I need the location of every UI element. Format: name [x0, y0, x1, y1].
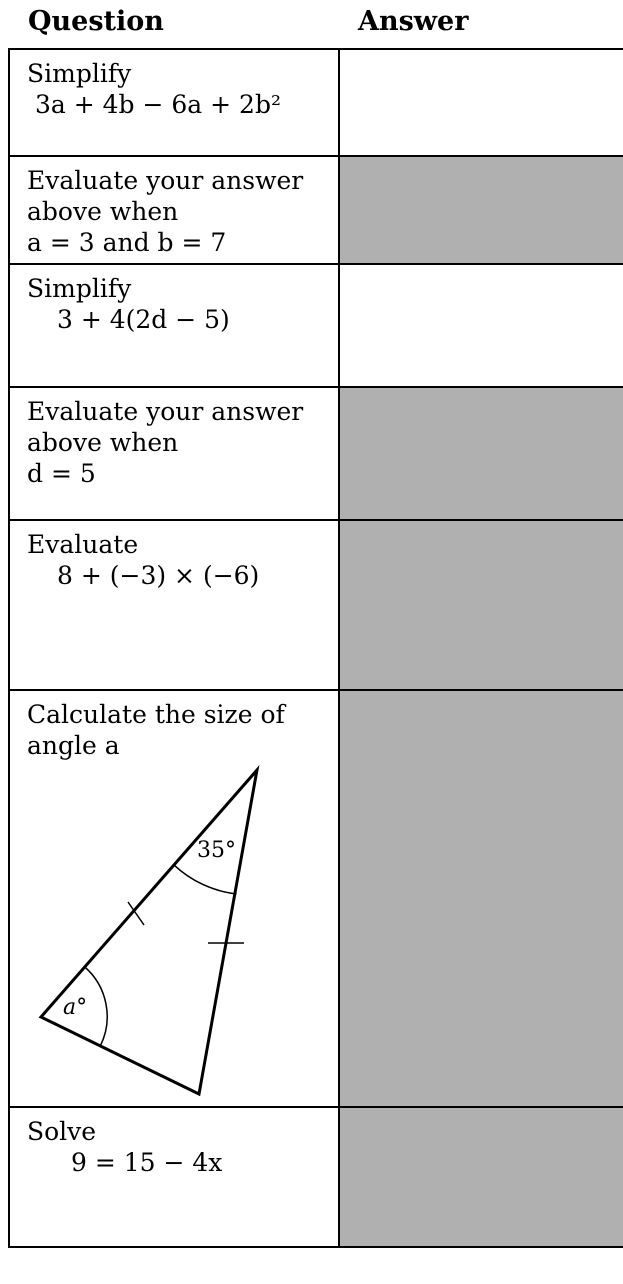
top-angle-arc	[173, 864, 237, 895]
question-cell: Simplify 3a + 4b − 6a + 2b²	[8, 48, 340, 157]
table-row: Solve 9 = 15 − 4x	[8, 1106, 623, 1248]
question-text: Evaluate your answer above when	[27, 397, 304, 457]
question-column-header: Question	[28, 6, 164, 37]
question-text: Simplify	[27, 274, 132, 303]
answer-column-header: Answer	[358, 6, 469, 37]
left-angle-arc	[84, 966, 108, 1047]
table-row: Evaluate your answer above when d = 5	[8, 386, 623, 521]
worksheet-table: Simplify 3a + 4b − 6a + 2b² Evaluate you…	[8, 48, 623, 1248]
question-expression: a = 3 and b = 7	[27, 228, 227, 257]
angle-label-35: 35°	[197, 838, 236, 863]
question-text: Evaluate	[27, 530, 139, 559]
question-text: Solve	[27, 1117, 97, 1146]
question-text: Evaluate your answer above when	[27, 166, 304, 226]
answer-cell[interactable]	[338, 263, 623, 388]
question-text: Simplify	[27, 59, 132, 88]
question-cell: Evaluate your answer above when d = 5	[8, 386, 340, 521]
table-row: Simplify 3 + 4(2d − 5)	[8, 263, 623, 388]
table-row: Evaluate your answer above when a = 3 an…	[8, 155, 623, 265]
question-cell: Calculate the size of angle a 35° a°	[8, 689, 340, 1108]
question-expression: 8 + (−3) × (−6)	[57, 561, 260, 590]
question-expression: d = 5	[27, 459, 96, 488]
answer-cell-shaded	[338, 519, 623, 691]
answer-cell-shaded	[338, 689, 623, 1108]
question-expression: 9 = 15 − 4x	[71, 1148, 223, 1177]
question-expression: 3a + 4b − 6a + 2b²	[35, 90, 281, 119]
answer-cell-shaded	[338, 155, 623, 265]
table-row: Calculate the size of angle a 35° a°	[8, 689, 623, 1108]
question-cell: Evaluate 8 + (−3) × (−6)	[8, 519, 340, 691]
answer-cell[interactable]	[338, 48, 623, 157]
answer-cell-shaded	[338, 386, 623, 521]
triangle-diagram: 35° a°	[38, 765, 260, 1097]
question-cell: Solve 9 = 15 − 4x	[8, 1106, 340, 1248]
question-text: Calculate the size of angle a	[27, 700, 285, 760]
triangle-shape	[38, 765, 260, 1097]
table-row: Simplify 3a + 4b − 6a + 2b²	[8, 48, 623, 157]
answer-cell-shaded	[338, 1106, 623, 1248]
table-row: Evaluate 8 + (−3) × (−6)	[8, 519, 623, 691]
question-cell: Simplify 3 + 4(2d − 5)	[8, 263, 340, 388]
tick-mark-left-side	[127, 901, 145, 926]
question-cell: Evaluate your answer above when a = 3 an…	[8, 155, 340, 265]
question-expression: 3 + 4(2d − 5)	[57, 305, 230, 334]
angle-label-a: a°	[63, 995, 87, 1020]
